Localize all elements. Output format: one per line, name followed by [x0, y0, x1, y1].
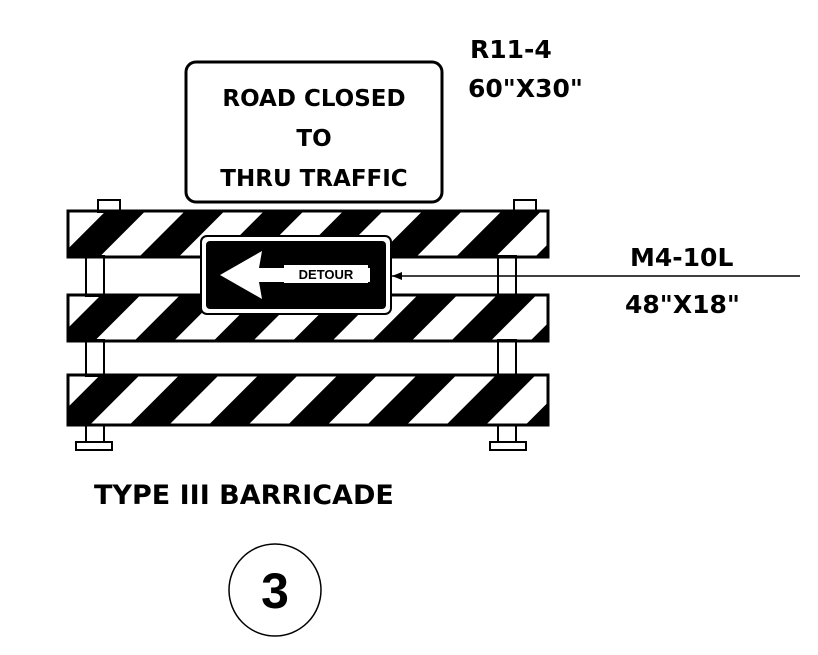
road-closed-sign: ROAD CLOSED TO THRU TRAFFIC [184, 60, 444, 204]
m4-10l-code-label: M4-10L [630, 243, 733, 272]
r11-4-code-label: R11-4 [470, 35, 552, 64]
figure-number-badge: 3 [228, 543, 322, 637]
road-closed-line-2: TO [296, 126, 331, 152]
detour-sign: DETOUR [200, 235, 392, 315]
post-left-mid [85, 339, 105, 377]
barricade-caption: TYPE III BARRICADE [94, 480, 394, 511]
figure-number: 3 [261, 563, 289, 619]
barricade-posts [75, 199, 537, 451]
post-right-mid [497, 339, 517, 377]
road-closed-line-1: ROAD CLOSED [222, 86, 405, 112]
m4-10l-size-label: 48"X18" [625, 290, 740, 319]
detour-label: DETOUR [299, 267, 354, 282]
post-foot-right [489, 441, 527, 451]
road-closed-sign-panel [184, 60, 444, 204]
road-closed-line-3: THRU TRAFFIC [220, 166, 407, 192]
detour-label-box [284, 265, 368, 283]
r11-4-size-label: 60"X30" [468, 74, 583, 103]
leader-arrowhead-icon [392, 272, 402, 280]
rail-bottom [66, 373, 550, 427]
post-foot-left [75, 441, 113, 451]
barricade-rails [66, 209, 550, 427]
figure-number-circle [228, 543, 322, 637]
post-left-upper [85, 255, 105, 297]
